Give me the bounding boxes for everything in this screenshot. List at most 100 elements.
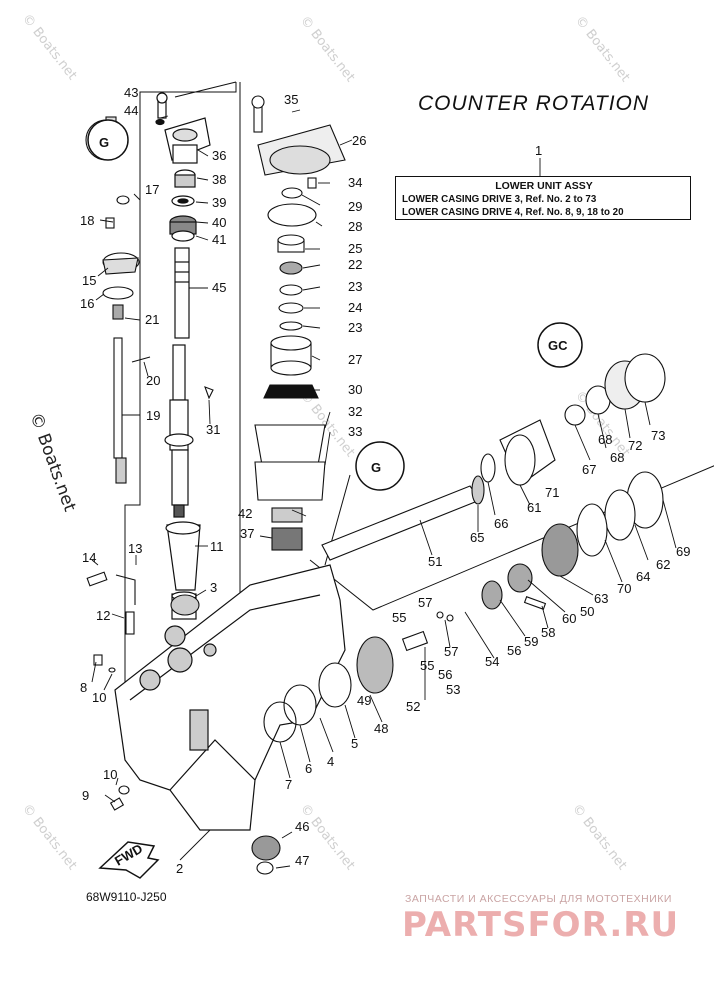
callout-72: 72 <box>628 438 642 453</box>
callout-57a: 57 <box>418 595 432 610</box>
callout-67: 67 <box>582 462 596 477</box>
callout-69: 69 <box>676 544 690 559</box>
propeller-shaft-group <box>170 353 666 875</box>
callout-45: 45 <box>212 280 226 295</box>
callout-23a: 23 <box>348 279 362 294</box>
callout-56a: 56 <box>507 643 521 658</box>
callout-48: 48 <box>374 721 388 736</box>
callout-56b: 56 <box>438 667 452 682</box>
callout-58: 58 <box>541 625 555 640</box>
callout-24: 24 <box>348 300 362 315</box>
watermark-text: © Boats.net <box>569 801 630 873</box>
promo-brand-logo: PARTSFOR.RU <box>402 905 680 945</box>
callout-11: 11 <box>210 539 224 554</box>
svg-text:GC: GC <box>548 338 568 353</box>
shift-rod-group <box>85 116 214 484</box>
assembly-row: LOWER CASING DRIVE 3, Ref. No. 2 to 73 <box>402 194 597 205</box>
callout-55b: 55 <box>420 658 434 673</box>
callout-27: 27 <box>348 352 362 367</box>
callout-15: 15 <box>82 273 96 288</box>
callout-29: 29 <box>348 199 362 214</box>
grease-symbol-icon: G <box>355 441 405 491</box>
fastener-group <box>86 571 136 811</box>
callout-37: 37 <box>240 526 254 541</box>
callout-68b: 68 <box>610 450 624 465</box>
callout-30: 30 <box>348 382 362 397</box>
callout-43: 43 <box>124 85 138 100</box>
watermark-text: © Boats.net <box>19 11 80 83</box>
callout-14: 14 <box>82 550 96 565</box>
drive-shaft-group <box>155 92 211 620</box>
callout-55a: 55 <box>392 610 406 625</box>
callout-3: 3 <box>210 580 217 595</box>
callout-2: 2 <box>176 861 183 876</box>
callout-18: 18 <box>80 213 94 228</box>
diagram-part-code: 68W9110-J250 <box>86 890 167 904</box>
callout-31: 31 <box>206 422 220 437</box>
callout-26: 26 <box>352 133 366 148</box>
callout-68a: 68 <box>598 432 612 447</box>
grease-symbol-icon: G <box>87 119 129 161</box>
callout-50: 50 <box>580 604 594 619</box>
callout-41: 41 <box>212 232 226 247</box>
callout-1: 1 <box>535 143 542 158</box>
callout-9: 9 <box>82 788 89 803</box>
callout-28: 28 <box>348 219 362 234</box>
callout-61: 61 <box>527 500 541 515</box>
callout-25: 25 <box>348 241 362 256</box>
callout-4: 4 <box>327 754 334 769</box>
leader-lines <box>91 109 677 869</box>
callout-labels: 1 2 3 4 5 6 7 8 9 10 10 11 12 13 14 15 1… <box>80 85 690 876</box>
assembly-info-box: LOWER UNIT ASSY LOWER CASING DRIVE 3, Re… <box>395 176 691 220</box>
callout-65: 65 <box>470 530 484 545</box>
assembly-row: LOWER CASING DRIVE 4, Ref. No. 8, 9, 18 … <box>402 207 624 218</box>
callout-51: 51 <box>428 554 442 569</box>
callout-6: 6 <box>305 761 312 776</box>
watermark-text: © Boats.net <box>297 13 358 85</box>
svg-text:G: G <box>371 460 381 475</box>
callout-33: 33 <box>348 424 362 439</box>
callout-40: 40 <box>212 215 226 230</box>
callout-53: 53 <box>446 682 460 697</box>
callout-60: 60 <box>562 611 576 626</box>
callout-57b: 57 <box>444 644 458 659</box>
watermark-text: © Boats.net <box>19 801 80 873</box>
callout-32: 32 <box>348 404 362 419</box>
callout-63: 63 <box>594 591 608 606</box>
forward-arrow-icon: FWD <box>98 841 160 879</box>
callout-35: 35 <box>284 92 298 107</box>
callout-20: 20 <box>146 373 160 388</box>
watermark-text-large: © Boats.net <box>25 410 79 515</box>
callout-12: 12 <box>96 608 110 623</box>
callout-10b: 10 <box>103 767 117 782</box>
callout-49: 49 <box>357 693 371 708</box>
callout-13: 13 <box>128 541 142 556</box>
callout-21: 21 <box>145 312 159 327</box>
callout-54: 54 <box>485 654 499 669</box>
callout-8: 8 <box>80 680 87 695</box>
callout-10a: 10 <box>92 690 106 705</box>
callout-22: 22 <box>348 257 362 272</box>
callout-44: 44 <box>124 103 138 118</box>
callout-34: 34 <box>348 175 362 190</box>
callout-62: 62 <box>656 557 670 572</box>
water-pump-group <box>251 95 346 551</box>
assembly-title: LOWER UNIT ASSY <box>495 180 593 192</box>
callout-59: 59 <box>524 634 538 649</box>
lower-casing <box>114 564 346 831</box>
diagram-heading: COUNTER ROTATION <box>418 92 650 115</box>
callout-46: 46 <box>295 819 309 834</box>
callout-47: 47 <box>295 853 309 868</box>
svg-text:G: G <box>99 135 109 150</box>
callout-5: 5 <box>351 736 358 751</box>
callout-66: 66 <box>494 516 508 531</box>
callout-23b: 23 <box>348 320 362 335</box>
callout-7: 7 <box>285 777 292 792</box>
callout-36: 36 <box>212 148 226 163</box>
callout-38: 38 <box>212 172 226 187</box>
callout-73: 73 <box>651 428 665 443</box>
watermark-text: © Boats.net <box>572 13 633 85</box>
callout-16: 16 <box>80 296 94 311</box>
